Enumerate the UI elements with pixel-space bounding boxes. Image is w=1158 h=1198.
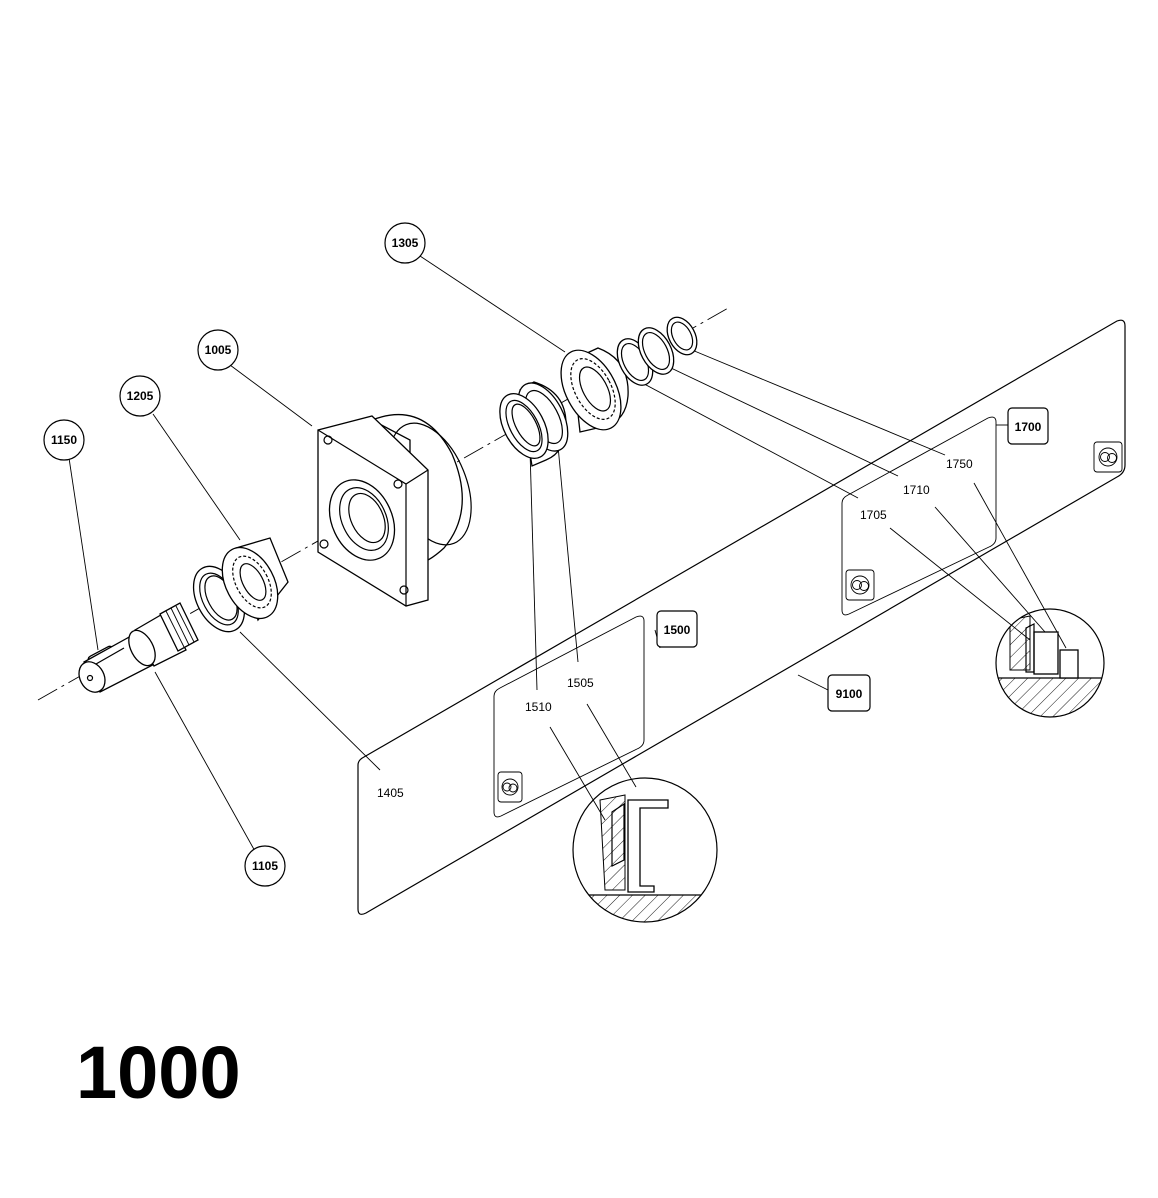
boxed-label-1700: 1700 [1007,407,1049,445]
svg-text:1205: 1205 [127,389,154,403]
bearing-1205 [221,537,289,622]
logo-icon [845,569,875,601]
balloon-1305: 1305 [384,222,426,264]
balloon-1105: 1105 [244,845,286,887]
detail-section-1700 [995,608,1105,718]
label-1705: 1705 [860,508,887,522]
svg-text:1105: 1105 [252,859,278,873]
bearing-1305 [560,347,629,433]
label-1510: 1510 [525,700,552,714]
seal-1700-card [841,416,997,616]
svg-text:1700: 1700 [1015,420,1042,434]
label-1505: 1505 [567,676,594,690]
label-1750: 1750 [946,457,973,471]
svg-text:9100: 9100 [836,687,863,701]
ring-1750 [666,316,698,356]
flange-housing-1005 [317,413,472,607]
svg-text:1305: 1305 [392,236,419,250]
svg-text:1005: 1005 [205,343,232,357]
boxed-label-9100: 9100 [827,674,871,712]
seal-1510 [499,393,549,459]
seal-1500-card [493,615,645,818]
ring-1710 [637,327,675,375]
balloon-1150: 1150 [43,419,85,461]
boxed-label-1500: 1500 [656,610,698,648]
leader-lines [68,255,1067,854]
shaft-1105 [78,602,199,693]
balloon-1005: 1005 [197,329,239,371]
logo-icon [1093,441,1123,473]
svg-text:1150: 1150 [51,433,77,447]
svg-text:1500: 1500 [664,623,691,637]
logo-icon [497,771,523,803]
label-1710: 1710 [903,483,930,497]
seal-kit-card [357,319,1126,915]
assembly-number-title: 1000 [76,1031,241,1114]
label-1405: 1405 [377,786,404,800]
balloon-1205: 1205 [119,375,161,417]
